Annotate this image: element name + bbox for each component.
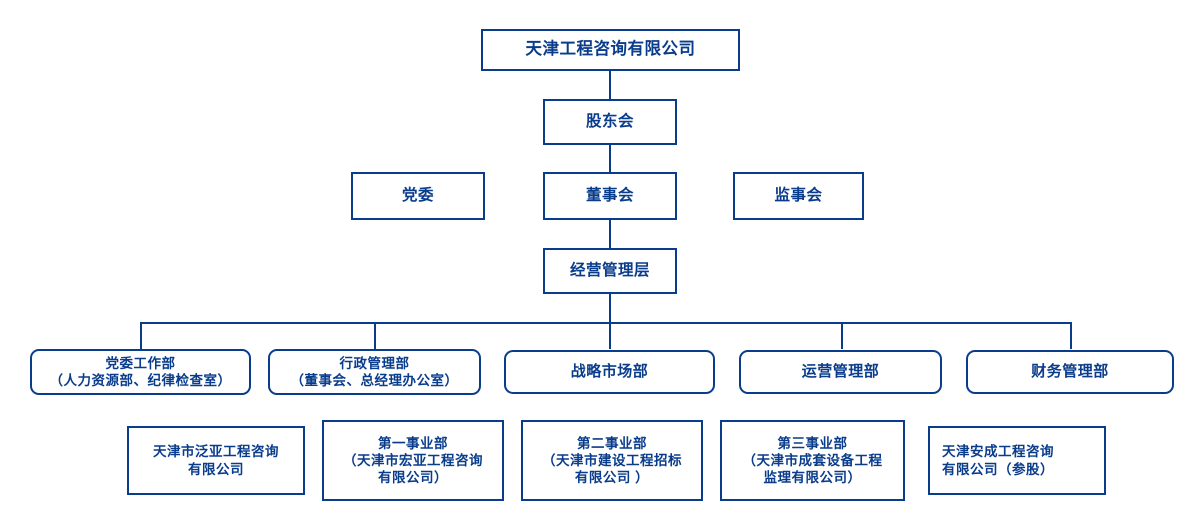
node-board-of-directors[interactable]: 董事会 — [543, 172, 677, 220]
node-department-party-work[interactable]: 党委工作部 （人力资源部、纪律检查室） — [30, 349, 251, 395]
node-subsidiary-division-two-line1: 第二事业部 — [577, 435, 647, 451]
connector-drop-dept-2 — [374, 322, 376, 349]
node-root-company-label: 天津工程咨询有限公司 — [525, 40, 696, 59]
node-department-finance[interactable]: 财务管理部 — [966, 350, 1174, 394]
node-subsidiary-division-two-line3: 有限公司 ） — [574, 470, 650, 486]
node-root-company[interactable]: 天津工程咨询有限公司 — [481, 29, 740, 71]
connector-board-to-management — [609, 219, 611, 248]
node-operations-management-label: 经营管理层 — [569, 262, 650, 280]
connector-management-to-bus — [609, 294, 611, 322]
node-subsidiary-fanya[interactable]: 天津市泛亚工程咨询 有限公司 — [127, 426, 305, 495]
node-department-party-work-detail: （人力资源部、纪律检查室） — [49, 373, 232, 388]
node-department-party-work-title: 党委工作部 — [105, 355, 176, 371]
node-subsidiary-division-three[interactable]: 第三事业部 （天津市成套设备工程 监理有限公司） — [720, 420, 905, 501]
connector-department-bus — [140, 322, 1072, 324]
node-department-strategy-market[interactable]: 战略市场部 — [504, 350, 715, 394]
node-board-of-directors-label: 董事会 — [585, 187, 634, 205]
connector-drop-dept-5 — [1070, 322, 1072, 349]
node-department-administration-detail: （董事会、总经理办公室） — [290, 373, 459, 388]
node-board-of-supervisors[interactable]: 监事会 — [733, 172, 864, 220]
connector-drop-dept-1 — [140, 322, 142, 349]
node-subsidiary-ancheng[interactable]: 天津安成工程咨询 有限公司（参股） — [928, 426, 1106, 495]
node-subsidiary-division-two[interactable]: 第二事业部 （天津市建设工程招标 有限公司 ） — [521, 420, 703, 501]
connector-drop-dept-3 — [609, 322, 611, 349]
connector-root-to-shareholders — [609, 70, 611, 100]
node-subsidiary-division-three-line1: 第三事业部 — [777, 435, 848, 451]
node-subsidiary-division-one-line3: 有限公司） — [378, 470, 448, 486]
node-shareholders-meeting[interactable]: 股东会 — [543, 99, 677, 145]
node-department-administration[interactable]: 行政管理部 （董事会、总经理办公室） — [268, 349, 481, 395]
node-department-finance-title: 财务管理部 — [1031, 363, 1109, 381]
node-department-operations-title: 运营管理部 — [801, 363, 880, 381]
node-subsidiary-fanya-line2: 有限公司 — [188, 461, 244, 477]
node-subsidiary-division-one-line1: 第一事业部 — [378, 435, 448, 451]
node-subsidiary-division-three-line2: （天津市成套设备工程 — [742, 452, 883, 468]
node-party-committee[interactable]: 党委 — [351, 172, 485, 220]
node-operations-management[interactable]: 经营管理层 — [543, 248, 677, 294]
node-subsidiary-division-three-line3: 监理有限公司） — [763, 470, 862, 486]
node-shareholders-meeting-label: 股东会 — [585, 113, 634, 131]
node-subsidiary-division-two-line2: （天津市建设工程招标 — [542, 452, 682, 468]
node-subsidiary-ancheng-line2: 有限公司（参股） — [942, 461, 1054, 477]
node-department-strategy-market-title: 战略市场部 — [570, 363, 649, 381]
node-subsidiary-fanya-line1: 天津市泛亚工程咨询 — [153, 444, 279, 460]
node-subsidiary-ancheng-line1: 天津安成工程咨询 — [942, 444, 1054, 460]
connector-drop-dept-4 — [841, 322, 843, 349]
node-board-of-supervisors-label: 监事会 — [774, 187, 823, 205]
node-subsidiary-division-one[interactable]: 第一事业部 （天津市宏亚工程咨询 有限公司） — [322, 420, 504, 501]
node-party-committee-label: 党委 — [401, 187, 434, 205]
connector-shareholders-to-board — [609, 144, 611, 172]
node-department-operations[interactable]: 运营管理部 — [739, 350, 942, 394]
node-subsidiary-division-one-line2: （天津市宏亚工程咨询 — [343, 452, 483, 468]
node-department-administration-title: 行政管理部 — [339, 355, 410, 371]
